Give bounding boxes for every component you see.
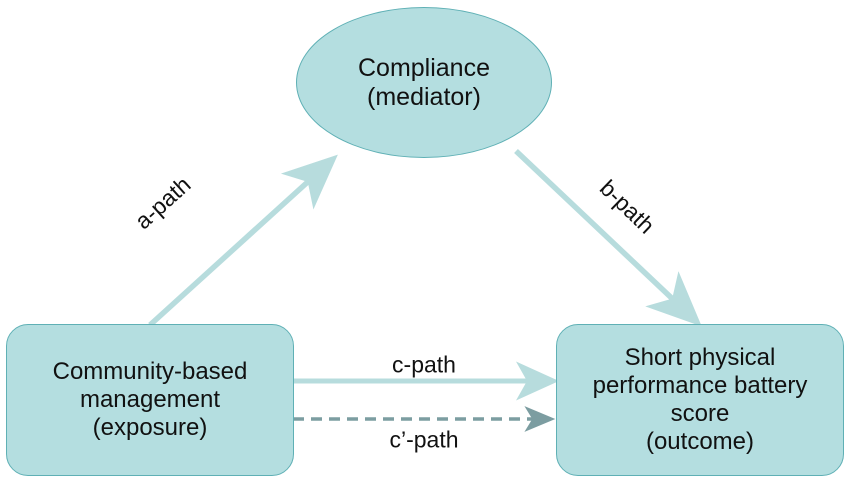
node-mediator-label: Compliance (mediator) xyxy=(357,53,490,111)
node-exposure[interactable]: Community-based management (exposure) xyxy=(6,324,294,476)
node-outcome-label: Short physical performance battery score… xyxy=(592,344,808,455)
c-prime-path-label: c’-path xyxy=(389,426,459,453)
c-path-label: c-path xyxy=(392,351,456,378)
a-path-arrow xyxy=(148,154,338,328)
node-mediator[interactable]: Compliance (mediator) xyxy=(296,7,552,158)
node-outcome[interactable]: Short physical performance battery score… xyxy=(556,324,844,476)
b-path-arrow xyxy=(514,149,702,327)
node-exposure-label: Community-based management (exposure) xyxy=(52,358,248,441)
